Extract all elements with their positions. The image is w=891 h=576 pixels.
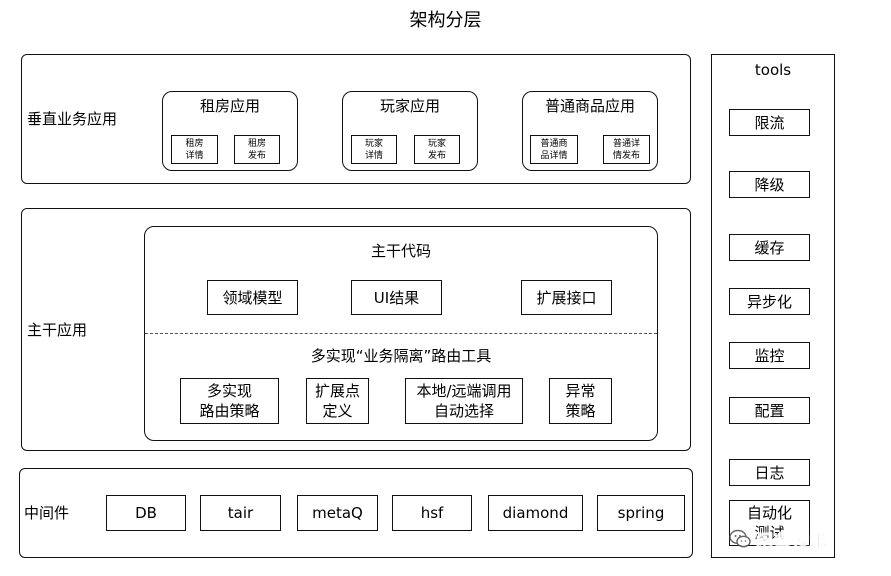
watermark: 闲鱼技术 bbox=[728, 524, 828, 554]
extension-interface-box: 扩展接口 bbox=[521, 280, 612, 315]
extension-point-box: 扩展点 定义 bbox=[306, 378, 369, 424]
middleware-db: DB bbox=[106, 495, 186, 531]
goods-publish-box: 普通详 情发布 bbox=[603, 135, 650, 164]
router-tool-title: 多实现“业务隔离”路由工具 bbox=[310, 347, 492, 365]
trunk-divider bbox=[145, 333, 657, 334]
wechat-icon bbox=[729, 529, 751, 548]
middleware-label: 中间件 bbox=[24, 504, 70, 522]
middleware-metaq: metaQ bbox=[297, 495, 378, 531]
tool-monitor: 监控 bbox=[729, 342, 810, 369]
tool-rate-limit: 限流 bbox=[729, 109, 810, 136]
ui-result-box: UI结果 bbox=[351, 280, 442, 315]
tool-degrade: 降级 bbox=[729, 171, 810, 198]
player-publish-box: 玩家 发布 bbox=[414, 135, 460, 164]
domain-model-box: 领域模型 bbox=[207, 280, 298, 315]
middleware-diamond: diamond bbox=[488, 495, 583, 531]
watermark-text: 闲鱼技术 bbox=[756, 531, 828, 552]
tool-log: 日志 bbox=[729, 459, 810, 486]
goods-app-title: 普通商品应用 bbox=[544, 97, 635, 115]
player-app-title: 玩家应用 bbox=[379, 97, 440, 115]
local-remote-call-box: 本地/远端调用 自动选择 bbox=[405, 378, 523, 424]
exception-strategy-box: 异常 策略 bbox=[549, 378, 612, 424]
tool-cache: 缓存 bbox=[729, 234, 810, 261]
middleware-hsf: hsf bbox=[392, 495, 472, 531]
goods-detail-box: 普通商 品详情 bbox=[530, 135, 578, 164]
trunk-app-label: 主干应用 bbox=[27, 321, 88, 339]
player-detail-box: 玩家 详情 bbox=[351, 135, 397, 164]
vertical-apps-label: 垂直业务应用 bbox=[27, 110, 118, 128]
rental-publish-box: 租房 发布 bbox=[234, 135, 280, 164]
rental-app-title: 租房应用 bbox=[199, 97, 260, 115]
tools-title: tools bbox=[754, 61, 792, 79]
router-strategy-box: 多实现 路由策略 bbox=[180, 378, 279, 424]
goods-app-group: 普通商品应用 bbox=[522, 91, 658, 171]
trunk-code-title: 主干代码 bbox=[370, 242, 431, 260]
tool-auto-test: 自动化 测试 bbox=[729, 500, 810, 546]
tool-async: 异步化 bbox=[729, 288, 810, 315]
diagram-title: 架构分层 bbox=[409, 10, 482, 31]
rental-detail-box: 租房 详情 bbox=[171, 135, 218, 164]
middleware-tair: tair bbox=[200, 495, 281, 531]
tool-config: 配置 bbox=[729, 397, 810, 424]
middleware-spring: spring bbox=[597, 495, 685, 531]
